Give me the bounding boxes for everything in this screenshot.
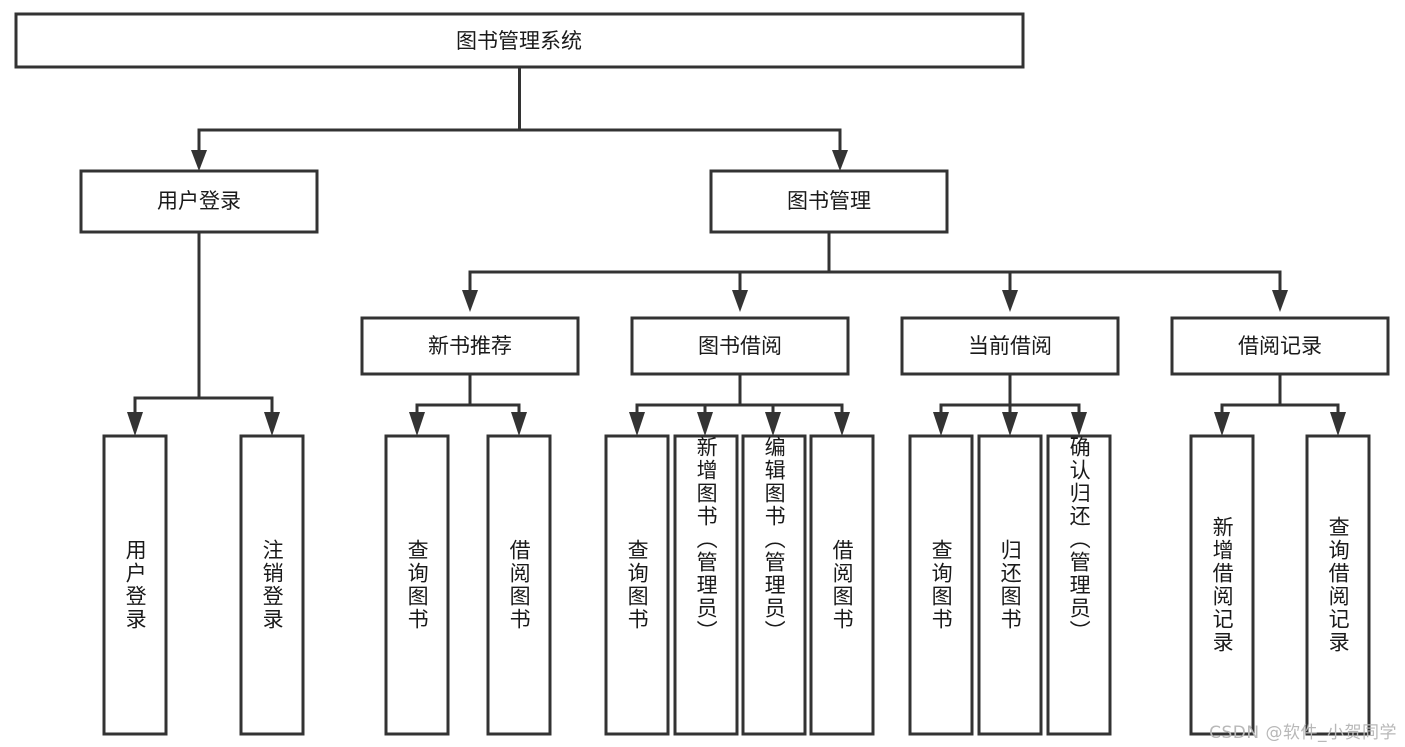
connector-currentborrow-to-leaves: [933, 372, 1087, 436]
arrow-head-icon: [732, 290, 748, 312]
node-user-login-label: 用户登录: [157, 189, 241, 213]
node-root-label: 图书管理系统: [456, 29, 582, 53]
node-book-borrow[interactable]: 图书借阅: [630, 316, 850, 376]
arrow-head-icon: [1214, 412, 1230, 436]
connector-bookborrow-to-leaves: [629, 372, 850, 436]
node-borrow-record-label: 借阅记录: [1238, 334, 1322, 358]
arrow-head-icon: [1071, 412, 1087, 436]
connector-userlogin-to-leaves: [127, 230, 280, 436]
node-root-system[interactable]: 图书管理系统: [14, 12, 1025, 69]
arrow-head-icon: [832, 150, 848, 171]
arrow-head-icon: [1272, 290, 1288, 312]
leaf-box-currentborrow-2[interactable]: [977, 434, 1043, 736]
arrow-head-icon: [511, 412, 527, 436]
leaf-box-newbook-1[interactable]: [384, 434, 450, 736]
arrow-head-icon: [1002, 412, 1018, 436]
leaf-box-bookborrow-3[interactable]: [741, 434, 807, 736]
node-user-login[interactable]: 用户登录: [79, 169, 319, 234]
leaf-box-bookborrow-2[interactable]: [673, 434, 739, 736]
arrow-head-icon: [629, 412, 645, 436]
arrow-head-icon: [127, 412, 143, 436]
arrow-head-icon: [409, 412, 425, 436]
node-new-book-recommend[interactable]: 新书推荐: [360, 316, 580, 376]
arrow-head-icon: [462, 290, 478, 312]
leaf-box-currentborrow-1[interactable]: [908, 434, 974, 736]
node-book-borrow-label: 图书借阅: [698, 334, 782, 358]
arrow-head-icon: [1002, 290, 1018, 312]
node-new-book-recommend-label: 新书推荐: [428, 334, 512, 358]
node-book-management-label: 图书管理: [787, 189, 871, 213]
arrow-head-icon: [1330, 412, 1346, 436]
connector-borrowrecord-to-leaves: [1214, 372, 1346, 436]
node-current-borrow-label: 当前借阅: [968, 334, 1052, 358]
connector-root-to-level2: [191, 65, 848, 171]
watermark-text: CSDN @软件_小贺同学: [1209, 723, 1397, 743]
leaf-box-borrowrecord-2[interactable]: [1305, 434, 1371, 736]
leaf-box-newbook-2[interactable]: [486, 434, 552, 736]
arrow-head-icon: [765, 412, 781, 436]
arrow-head-icon: [191, 150, 207, 171]
leaf-box-borrowrecord-1[interactable]: [1189, 434, 1255, 736]
leaf-box-currentborrow-3[interactable]: [1046, 434, 1112, 736]
node-borrow-record[interactable]: 借阅记录: [1170, 316, 1390, 376]
arrow-head-icon: [697, 412, 713, 436]
arrow-head-icon: [933, 412, 949, 436]
leaf-box-user-login-2[interactable]: [239, 434, 305, 736]
leaf-box-user-login-1[interactable]: [102, 434, 168, 736]
leaf-box-bookborrow-4[interactable]: [809, 434, 875, 736]
connector-bookmgmt-to-level3: [462, 230, 1288, 312]
connector-newbook-to-leaves: [409, 372, 527, 436]
arrow-head-icon: [264, 412, 280, 436]
node-book-management[interactable]: 图书管理: [709, 169, 949, 234]
leaf-box-bookborrow-1[interactable]: [604, 434, 670, 736]
node-current-borrow[interactable]: 当前借阅: [900, 316, 1120, 376]
arrow-head-icon: [834, 412, 850, 436]
